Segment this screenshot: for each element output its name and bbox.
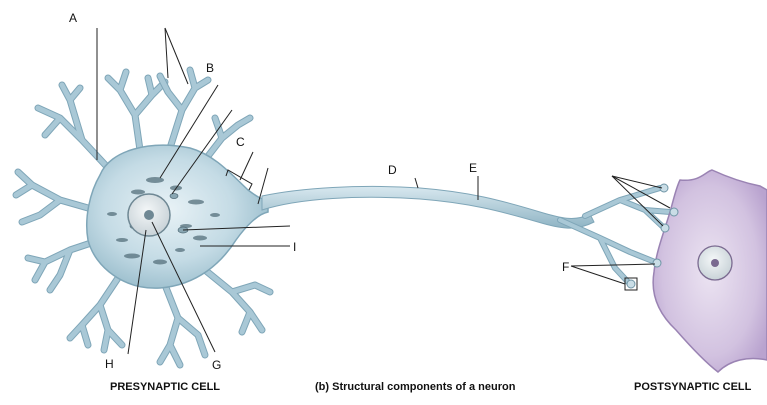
soma-organelles [107,177,220,265]
caption-presynaptic: PRESYNAPTIC CELL [110,381,220,393]
label-h: H [105,357,114,371]
label-e: E [469,161,477,175]
label-a: A [69,11,77,25]
axon-terminals [557,185,673,285]
postsynaptic-nucleolus [711,259,719,267]
label-i: I [293,240,296,254]
caption-postsynaptic: POSTSYNAPTIC CELL [634,381,752,393]
label-f: F [562,260,569,274]
label-b: B [206,61,214,75]
axon [261,185,595,229]
presynaptic-nucleolus [144,210,154,220]
leader-lines [96,27,671,355]
figure-title: (b) Structural components of a neuron [315,381,516,393]
label-g: G [212,358,221,372]
label-d: D [388,163,397,177]
presynaptic-dendrites [12,66,274,369]
label-c: C [236,135,245,149]
presynaptic-soma [85,144,269,289]
